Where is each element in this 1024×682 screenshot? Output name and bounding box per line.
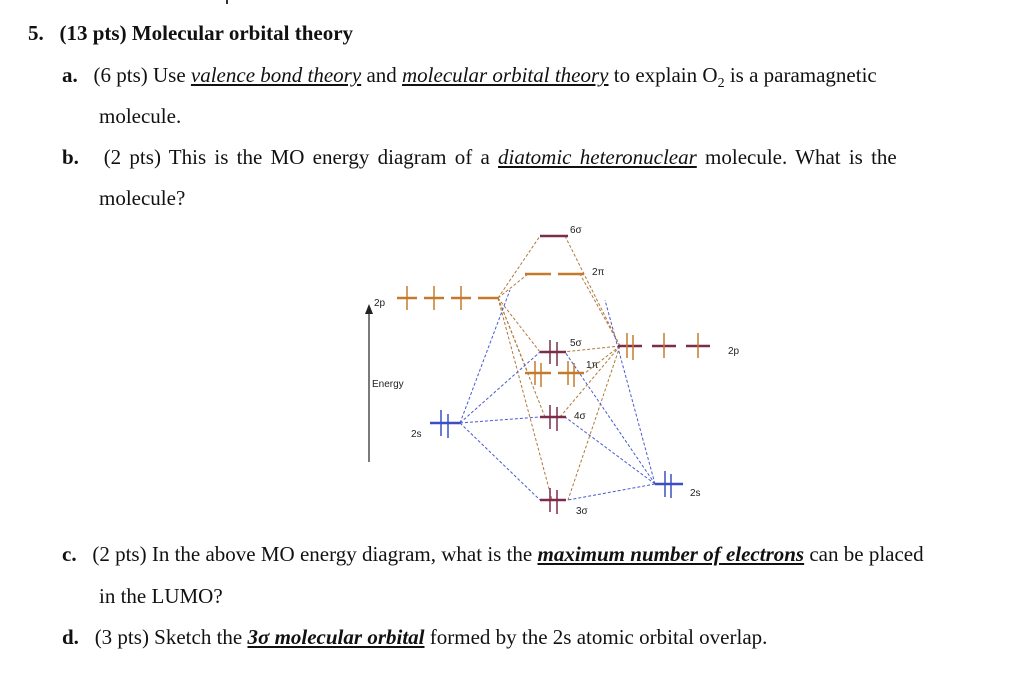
part-b-pre: (2 pts) This is the MO energy diagram of…: [103, 145, 490, 169]
question-number: 5.: [28, 21, 44, 45]
part-a-line1: a. (6 pts) Use valence bond theory and m…: [62, 62, 877, 97]
right-2s-orbital: [655, 471, 683, 498]
part-a-and: and: [366, 63, 397, 87]
part-b-line1: b. (2 pts) This is the MO energy diagram…: [62, 144, 897, 170]
part-c-post: can be placed: [809, 542, 924, 566]
3sigma-mo-term: 3σ molecular orbital: [247, 625, 425, 649]
part-c-pre: (2 pts) In the above MO energy diagram, …: [92, 542, 533, 566]
part-a-rest: to explain O: [613, 63, 718, 87]
left-2s-label: 2s: [411, 429, 422, 440]
part-d-letter: d.: [62, 625, 79, 649]
part-a-line2: molecule.: [99, 104, 182, 128]
mo-4sigma-label: 4σ: [574, 411, 587, 422]
part-a-letter: a.: [62, 63, 78, 87]
right-2p-label: 2p: [728, 346, 740, 357]
part-d-line1: d. (3 pts) Sketch the 3σ molecular orbit…: [62, 624, 767, 650]
mo-5sigma: [540, 340, 566, 366]
max-electrons-term: maximum number of electrons: [537, 542, 805, 566]
diatomic-heteronuclear-term: diatomic heteronuclear: [498, 145, 697, 169]
part-d-pre: (3 pts) Sketch the: [94, 625, 243, 649]
left-2s-orbital: [430, 410, 460, 438]
mo-2pi-label: 2π: [592, 267, 605, 278]
left-2p-orbitals: [397, 286, 498, 310]
part-c-letter: c.: [62, 542, 77, 566]
valence-bond-theory-term: valence bond theory: [190, 63, 362, 87]
scan-artifact: [226, 0, 228, 4]
question-heading: (13 pts) Molecular orbital theory: [59, 21, 354, 45]
left-2p-label: 2p: [374, 298, 386, 309]
question-header: 5. (13 pts) Molecular orbital theory: [28, 20, 353, 46]
correlation-lines-2s: [459, 289, 656, 501]
mo-3sigma-label: 3σ: [576, 506, 589, 517]
mo-1pi-label: 1π: [586, 360, 599, 371]
o2-subscript: 2: [717, 76, 725, 92]
right-2s-label: 2s: [690, 488, 701, 499]
part-a-pts: (6 pts) Use: [93, 63, 186, 87]
right-2p-orbitals: [618, 333, 710, 360]
correlation-lines-2p: [497, 235, 621, 501]
energy-axis-arrow: [365, 304, 373, 314]
mo-1pi: [525, 361, 584, 387]
part-d-post: formed by the 2s atomic orbital overlap.: [429, 625, 768, 649]
part-c-line1: c. (2 pts) In the above MO energy diagra…: [62, 541, 924, 567]
part-b-post: molecule. What is the: [705, 145, 897, 169]
part-a-rest-post: is a paramagnetic: [729, 63, 877, 87]
molecular-orbital-theory-term: molecular orbital theory: [402, 63, 609, 87]
energy-label: Energy: [372, 379, 404, 390]
mo-4sigma: [540, 405, 566, 431]
mo-6sigma-label: 6σ: [570, 225, 583, 236]
mo-5sigma-label: 5σ: [570, 338, 583, 349]
part-c-line2: in the LUMO?: [99, 584, 223, 608]
part-b-line2: molecule?: [99, 186, 186, 210]
part-b-letter: b.: [62, 145, 79, 169]
mo-3sigma: [540, 488, 566, 514]
